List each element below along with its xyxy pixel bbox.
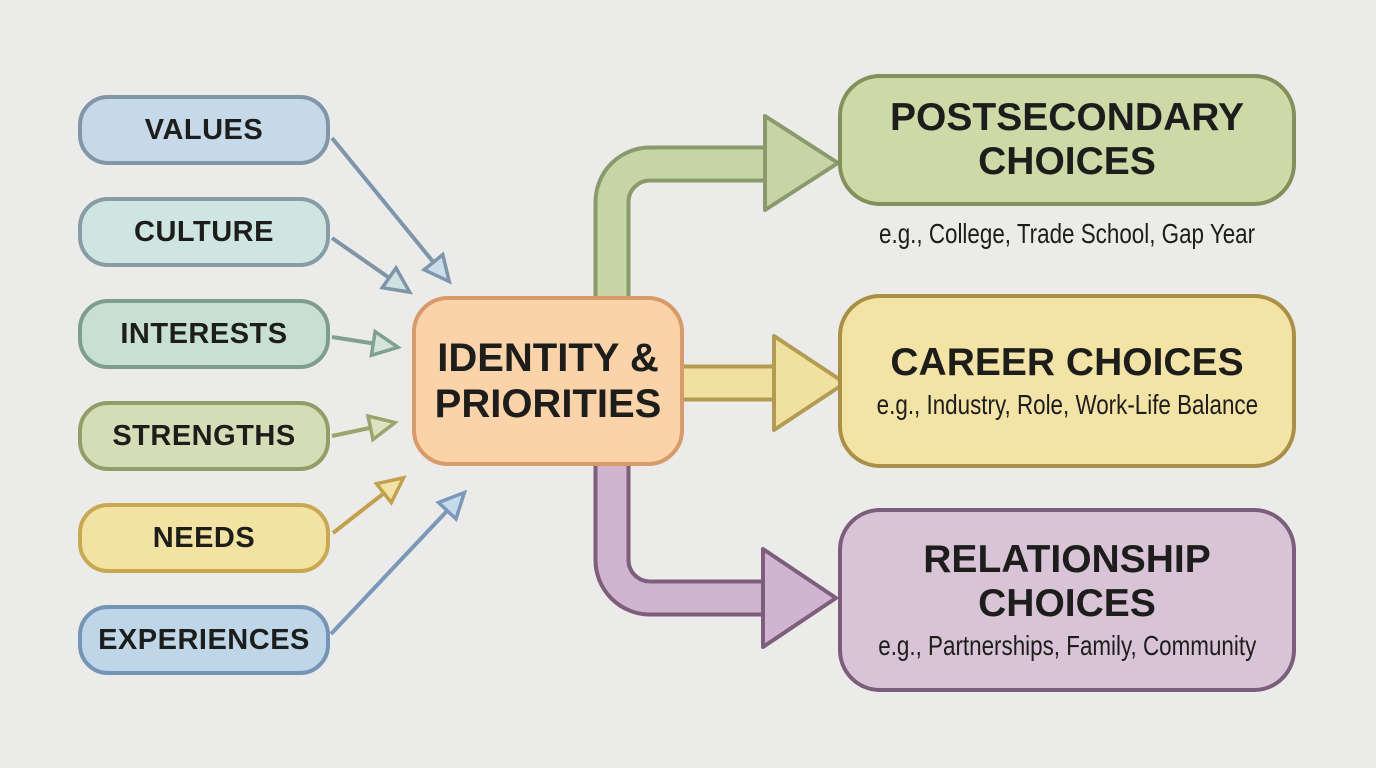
outcome-box-career: CAREER CHOICES e.g., Industry, Role, Wor… <box>838 294 1296 468</box>
arrow-experiences-to-identity <box>329 489 468 636</box>
input-label-culture: CULTURE <box>134 215 274 248</box>
outcome-title-postsecondary: POSTSECONDARY CHOICES <box>890 96 1244 183</box>
input-label-strengths: STRENGTHS <box>112 419 296 452</box>
outcome-relationship-line1: RELATIONSHIP <box>923 537 1211 581</box>
outcome-career-line1: CAREER CHOICES <box>890 340 1244 384</box>
input-label-needs: NEEDS <box>152 521 256 554</box>
outcome-caption-postsecondary: e.g., College, Trade School, Gap Year <box>878 218 1256 249</box>
arrow-needs-strengths-to-identity <box>331 413 399 443</box>
outcome-box-postsecondary: POSTSECONDARY CHOICES <box>838 74 1296 206</box>
outcome-caption-postsecondary-wrap: e.g., College, Trade School, Gap Year <box>838 218 1296 250</box>
arrow-interests-to-identity <box>331 328 402 358</box>
center-title-line1: IDENTITY & <box>437 335 659 380</box>
outcome-postsecondary-line2: CHOICES <box>978 140 1156 183</box>
input-box-interests: INTERESTS <box>78 299 330 369</box>
outcome-relationship-line2: CHOICES <box>978 581 1156 625</box>
arrow-needs-to-identity <box>331 475 407 535</box>
input-box-culture: CULTURE <box>78 197 330 267</box>
outcome-box-relationship: RELATIONSHIP CHOICES e.g., Partnerships,… <box>838 508 1296 692</box>
outcome-caption-relationship: e.g., Partnerships, Family, Community <box>878 630 1257 662</box>
outcome-postsecondary-line1: POSTSECONDARY <box>890 96 1244 140</box>
input-label-values: VALUES <box>144 113 264 146</box>
input-box-values: VALUES <box>78 95 330 165</box>
outcome-title-career: CAREER CHOICES <box>890 341 1243 385</box>
arrow-values-to-identity <box>330 136 452 285</box>
arrow-identity-to-relationship <box>593 454 838 649</box>
center-box-identity-priorities: IDENTITY & PRIORITIES <box>412 296 684 466</box>
input-box-needs: NEEDS <box>78 503 330 573</box>
arrow-culture-to-identity <box>330 236 413 295</box>
outcome-title-relationship: RELATIONSHIP CHOICES <box>923 538 1210 625</box>
outcome-caption-career: e.g., Industry, Role, Work-Life Balance <box>876 389 1258 421</box>
input-box-strengths: STRENGTHS <box>78 401 330 471</box>
arrow-identity-to-postsecondary <box>593 114 840 312</box>
arrow-identity-to-career <box>680 334 847 432</box>
input-box-experiences: EXPERIENCES <box>78 605 330 675</box>
center-title-line2: PRIORITIES <box>434 382 662 426</box>
input-label-experiences: EXPERIENCES <box>98 623 310 656</box>
input-label-interests: INTERESTS <box>120 317 288 350</box>
